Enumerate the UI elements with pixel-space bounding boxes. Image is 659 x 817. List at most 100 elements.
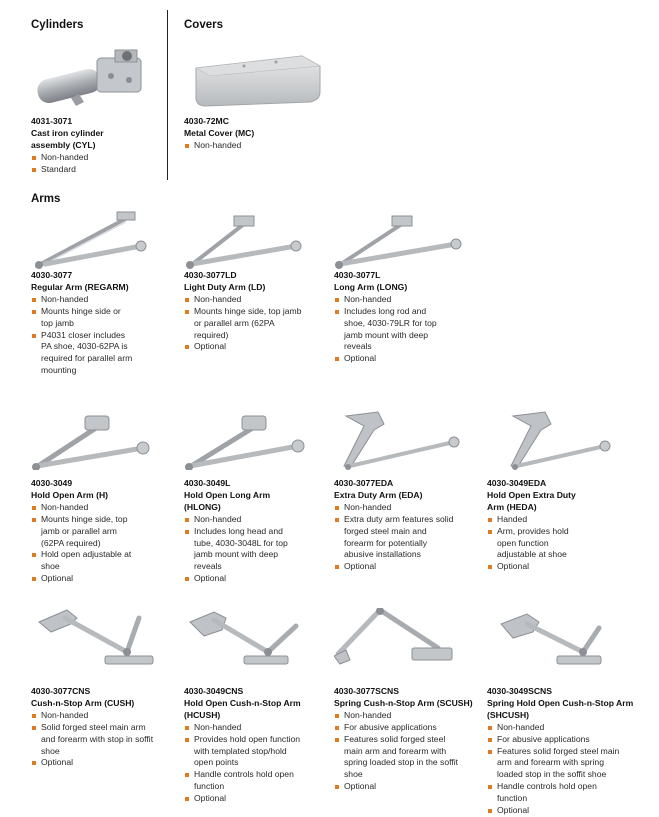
product-name: Hold Open Arm (H): [31, 489, 109, 500]
feature-item: Non-handed: [334, 710, 462, 722]
feature-item: Optional: [31, 573, 141, 585]
part-number: 4030-3077LD: [184, 270, 237, 280]
feature-item: Non-handed: [184, 722, 302, 734]
feature-item: Optional: [184, 573, 296, 585]
product-card-cylinder: 4031-3071 Cast iron cylinder assembly (C…: [31, 46, 181, 176]
part-number: 4030-3077CNS: [31, 686, 91, 696]
product-card-hold-open-cush-n-stop-arm: 4030-3049CNS Hold Open Cush-n-Stop Arm (…: [184, 608, 334, 805]
product-name: Light Duty Arm (LD): [184, 281, 266, 292]
product-card-long-arm: 4030-3077L Long Arm (LONG) Non-handed In…: [334, 210, 484, 365]
product-card-regular-arm: 4030-3077 Regular Arm (REGARM) Non-hande…: [31, 210, 181, 377]
section-divider: [167, 10, 168, 180]
hold-open-long-arm-image: [184, 410, 334, 470]
cylinders-heading: Cylinders: [31, 19, 84, 31]
spring-hold-open-cush-n-stop-arm-image: [487, 608, 637, 668]
cush-n-stop-arm-image: [31, 608, 181, 668]
feature-list: Non-handed Includes long rod and shoe, 4…: [334, 294, 442, 365]
part-number: 4030-3077L: [334, 270, 381, 280]
part-number: 4030-72MC: [184, 116, 229, 126]
product-card-hold-open-arm: 4030-3049 Hold Open Arm (H) Non-handed M…: [31, 410, 181, 585]
covers-heading: Covers: [184, 19, 223, 31]
feature-item: Optional: [184, 341, 304, 353]
feature-item: Handed: [487, 514, 587, 526]
feature-list: Non-handed For abusive applications Feat…: [487, 722, 627, 817]
feature-item: P4031 closer includes PA shoe, 4030-62PA…: [31, 330, 135, 378]
cover-image: [184, 46, 334, 114]
product-card-cush-n-stop-arm: 4030-3077CNS Cush-n-Stop Arm (CUSH) Non-…: [31, 608, 181, 769]
product-name: Long Arm (LONG): [334, 281, 408, 292]
product-name: Spring Hold Open Cush-n-Stop Arm (SHCUSH…: [487, 697, 634, 720]
feature-list: Non-handed Provides hold open function w…: [184, 722, 302, 805]
feature-item: Optional: [487, 561, 587, 573]
product-card-light-duty-arm: 4030-3077LD Light Duty Arm (LD) Non-hand…: [184, 210, 334, 353]
product-name: Extra Duty Arm (EDA): [334, 489, 423, 500]
feature-item: Optional: [31, 757, 155, 769]
product-name: Hold Open Long Arm (HLONG): [184, 489, 271, 512]
cylinder-image: [31, 46, 181, 114]
product-name: Metal Cover (MC): [184, 127, 255, 138]
feature-item: Handle controls hold open function: [487, 781, 627, 805]
feature-item: Mounts hinge side, top jamb or parallel …: [184, 306, 304, 342]
feature-list: Handed Arm, provides hold open function …: [487, 514, 587, 574]
feature-item: Standard: [31, 164, 181, 176]
long-arm-image: [334, 210, 484, 270]
product-name: Spring Cush-n-Stop Arm (SCUSH): [334, 697, 473, 708]
feature-item: Mounts hinge side or top jamb: [31, 306, 135, 330]
hold-open-cush-n-stop-arm-image: [184, 608, 334, 668]
feature-item: Optional: [487, 805, 627, 817]
feature-item: Non-handed: [334, 294, 442, 306]
part-number: 4030-3049EDA: [487, 478, 547, 488]
product-name: Cast iron cylinder assembly (CYL): [31, 127, 104, 150]
feature-item: Non-handed: [31, 294, 135, 306]
arms-heading: Arms: [31, 193, 61, 205]
feature-list: Non-handed Mounts hinge side, top jamb o…: [31, 502, 141, 585]
part-number: 4030-3077EDA: [334, 478, 394, 488]
feature-item: Features solid forged steel main arm and…: [334, 734, 462, 782]
feature-item: Handle controls hold open function: [184, 769, 302, 793]
part-number: 4030-3077: [31, 270, 73, 280]
part-number: 4031-3071: [31, 116, 73, 126]
feature-list: Non-handed Includes long head and tube, …: [184, 514, 296, 585]
feature-item: Non-handed: [31, 152, 181, 164]
product-card-extra-duty-arm: 4030-3077EDA Extra Duty Arm (EDA) Non-ha…: [334, 410, 484, 573]
feature-item: Optional: [184, 793, 302, 805]
light-duty-arm-image: [184, 210, 334, 270]
feature-item: Mounts hinge side, top jamb or parallel …: [31, 514, 141, 550]
part-number: 4030-3077SCNS: [334, 686, 399, 696]
feature-item: Optional: [334, 781, 462, 793]
extra-duty-arm-image: [334, 410, 484, 470]
hold-open-extra-duty-arm-image: [487, 410, 637, 470]
feature-item: Non-handed: [184, 140, 334, 152]
feature-item: Non-handed: [487, 722, 627, 734]
product-name: Cush-n-Stop Arm (CUSH): [31, 697, 135, 708]
spring-cush-n-stop-arm-image: [334, 608, 484, 668]
feature-list: Non-handed Mounts hinge side or top jamb…: [31, 294, 135, 377]
part-number: 4030-3049SCNS: [487, 686, 552, 696]
product-name: Regular Arm (REGARM): [31, 281, 129, 292]
feature-item: Hold open adjustable at shoe: [31, 549, 141, 573]
feature-item: Optional: [334, 561, 456, 573]
feature-item: Includes long rod and shoe, 4030-79LR fo…: [334, 306, 442, 354]
feature-item: Non-handed: [334, 502, 456, 514]
feature-list: Non-handed Extra duty arm features solid…: [334, 502, 456, 573]
regular-arm-image: [31, 210, 181, 270]
feature-item: For abusive applications: [487, 734, 627, 746]
feature-list: Non-handed Standard: [31, 152, 181, 176]
product-card-hold-open-long-arm: 4030-3049L Hold Open Long Arm (HLONG) No…: [184, 410, 334, 585]
feature-item: For abusive applications: [334, 722, 462, 734]
product-card-cover: 4030-72MC Metal Cover (MC) Non-handed: [184, 46, 334, 152]
feature-item: Non-handed: [31, 502, 141, 514]
feature-item: Provides hold open function with templat…: [184, 734, 302, 770]
feature-list: Non-handed Solid forged steel main arm a…: [31, 710, 155, 770]
feature-item: Arm, provides hold open function adjusta…: [487, 526, 587, 562]
product-card-spring-hold-open-cush-n-stop-arm: 4030-3049SCNS Spring Hold Open Cush-n-St…: [487, 608, 652, 817]
product-card-hold-open-extra-duty-arm: 4030-3049EDA Hold Open Extra Duty Arm (H…: [487, 410, 637, 573]
hold-open-arm-image: [31, 410, 181, 470]
product-name: Hold Open Extra Duty Arm (HEDA): [487, 489, 576, 512]
feature-item: Non-handed: [184, 294, 304, 306]
feature-item: Features solid forged steel main arm and…: [487, 746, 627, 782]
feature-item: Non-handed: [31, 710, 155, 722]
part-number: 4030-3049L: [184, 478, 231, 488]
feature-item: Optional: [334, 353, 442, 365]
part-number: 4030-3049CNS: [184, 686, 244, 696]
